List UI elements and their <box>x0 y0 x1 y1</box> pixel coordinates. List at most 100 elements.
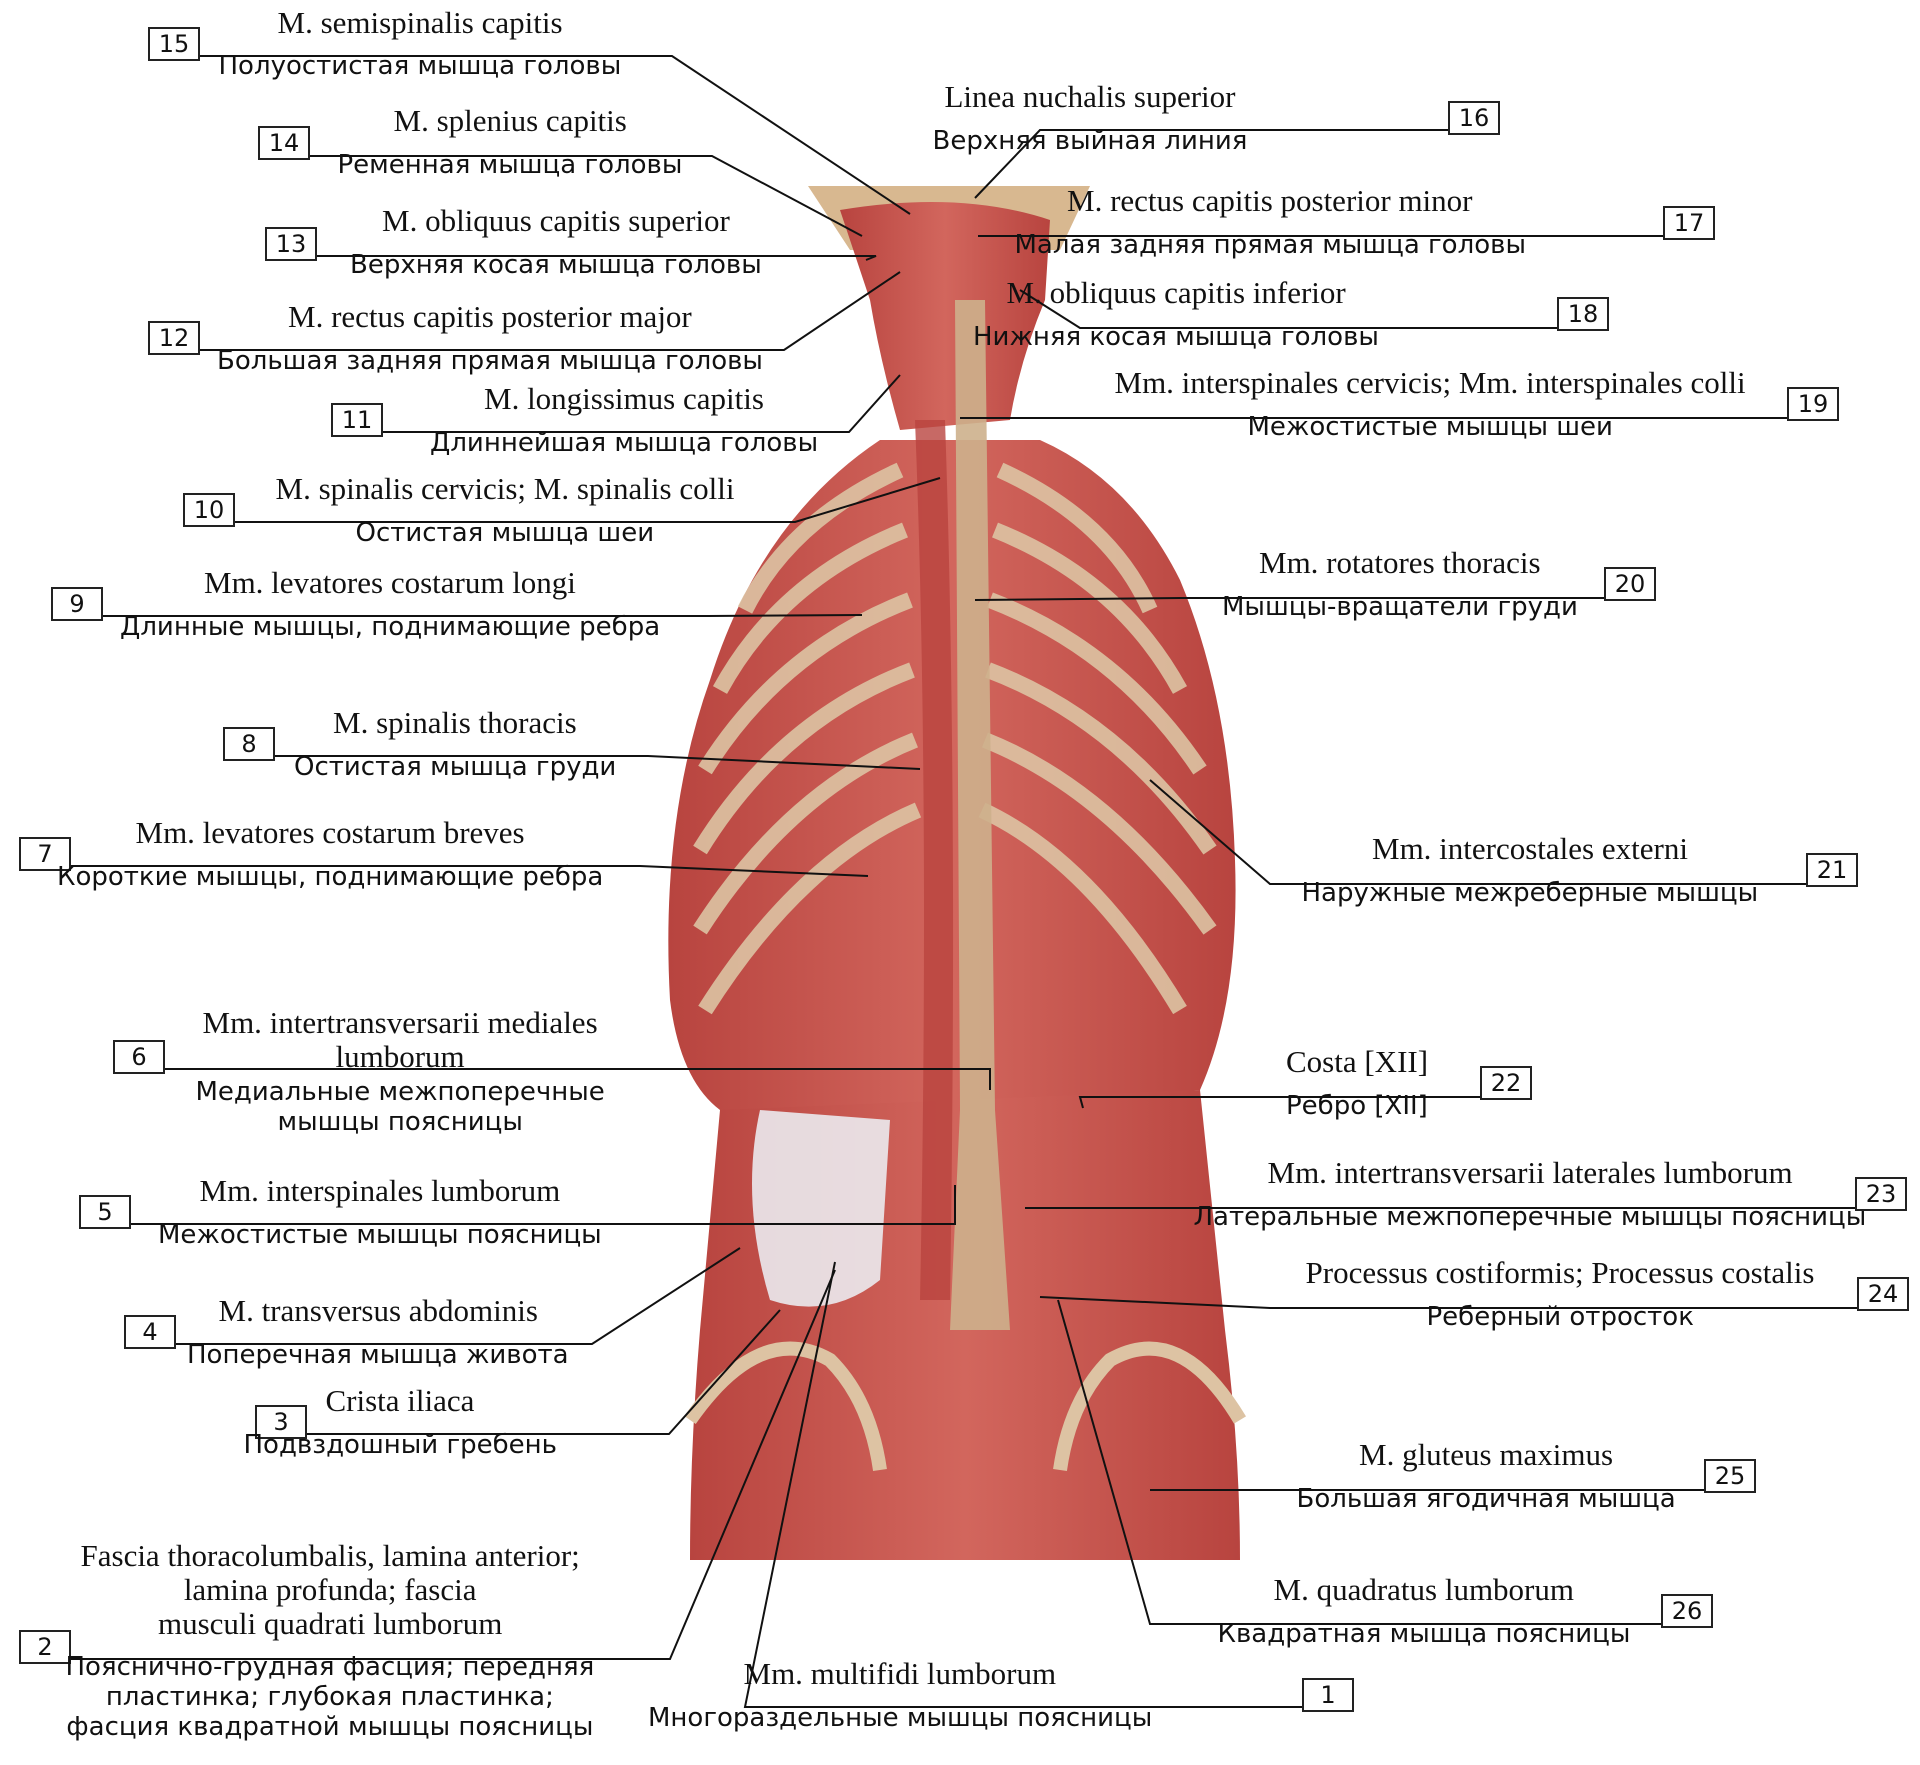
russian-term-24: Реберный отросток <box>1426 1302 1694 1332</box>
russian-term-19: Межостистые мышцы шеи <box>1247 412 1613 442</box>
leader-line-12 <box>198 271 901 351</box>
label-number-10: 10 <box>183 493 235 527</box>
russian-term-2: Пояснично-грудная фасция; передняя пласт… <box>65 1652 595 1742</box>
latin-term-3: Crista iliaca <box>325 1383 475 1418</box>
leader-line-21 <box>1149 779 1806 885</box>
leader-line-5 <box>129 1185 956 1225</box>
russian-term-22: Ребро [XII] <box>1286 1091 1428 1121</box>
label-number-5: 5 <box>79 1195 131 1229</box>
leader-line-6 <box>163 1068 991 1090</box>
latin-term-8: M. spinalis thoracis <box>333 705 577 740</box>
russian-term-8: Остистая мышца груди <box>294 752 617 782</box>
russian-term-7: Короткие мышцы, поднимающие ребра <box>57 862 604 892</box>
vertebral-column <box>950 300 1010 1330</box>
latin-term-16: Linea nuchalis superior <box>944 79 1236 114</box>
latin-term-24: Processus costiformis; Processus costali… <box>1305 1255 1815 1290</box>
leader-line-15 <box>198 55 911 215</box>
russian-term-12: Большая задняя прямая мышца головы <box>217 346 763 376</box>
label-number-15: 15 <box>148 27 200 61</box>
latin-term-26: M. quadratus lumborum <box>1273 1572 1575 1607</box>
latin-term-21: Mm. intercostales externi <box>1372 831 1688 866</box>
label-number-24: 24 <box>1857 1277 1909 1311</box>
label-number-18: 18 <box>1557 297 1609 331</box>
russian-term-14: Ременная мышца головы <box>337 150 683 180</box>
label-number-13: 13 <box>265 227 317 261</box>
latin-term-10: M. spinalis cervicis; M. spinalis colli <box>275 471 735 506</box>
label-number-25: 25 <box>1704 1459 1756 1493</box>
leader-line-1 <box>743 1261 1302 1708</box>
leader-line-2 <box>69 1269 836 1660</box>
russian-term-23: Латеральные межпоперечные мышцы поясницы <box>1193 1202 1867 1232</box>
leader-line-11 <box>381 374 901 433</box>
latin-term-18: M. obliquus capitis inferior <box>1006 275 1346 310</box>
leader-line-13 <box>315 255 877 261</box>
leader-line-8 <box>273 755 921 770</box>
latin-term-7: Mm. levatores costarum breves <box>135 815 525 850</box>
latin-term-22: Costa [XII] <box>1286 1044 1429 1079</box>
russian-term-13: Верхняя косая мышца головы <box>350 250 762 280</box>
russian-term-20: Мышцы-вращатели груди <box>1222 592 1578 622</box>
label-number-17: 17 <box>1663 206 1715 240</box>
russian-term-1: Многораздельные мышцы поясницы <box>648 1703 1153 1733</box>
latin-term-6: Mm. intertransversarii mediales lumborum <box>202 1005 598 1074</box>
latin-term-13: M. obliquus capitis superior <box>382 203 730 238</box>
russian-term-18: Нижняя косая мышца головы <box>973 322 1379 352</box>
ribs <box>693 462 1217 1015</box>
leader-line-24 <box>1039 1296 1857 1309</box>
label-number-16: 16 <box>1448 101 1500 135</box>
leader-line-7 <box>69 865 869 877</box>
spinalis-bundle <box>915 420 954 1300</box>
russian-term-9: Длинные мышцы, поднимающие ребра <box>120 612 661 642</box>
label-number-23: 23 <box>1855 1177 1907 1211</box>
label-number-26: 26 <box>1661 1594 1713 1628</box>
leader-line-26 <box>1057 1299 1661 1625</box>
leader-line-20 <box>974 597 1604 601</box>
russian-term-21: Наружные межреберные мышцы <box>1301 878 1759 908</box>
leader-line-14 <box>308 155 863 237</box>
russian-term-17: Малая задняя прямая мышца головы <box>1014 230 1526 260</box>
latin-term-4: M. transversus abdominis <box>218 1293 538 1328</box>
russian-term-16: Верхняя выйная линия <box>932 126 1248 156</box>
label-number-6: 6 <box>113 1040 165 1074</box>
leader-line-10 <box>233 477 941 523</box>
label-number-2: 2 <box>19 1630 71 1664</box>
russian-term-26: Квадратная мышца поясницы <box>1217 1619 1631 1649</box>
latin-term-14: M. splenius capitis <box>393 103 627 138</box>
russian-term-3: Подвздошный гребень <box>243 1430 557 1460</box>
label-number-12: 12 <box>148 321 200 355</box>
leader-line-3 <box>305 1309 781 1435</box>
label-number-1: 1 <box>1302 1678 1354 1712</box>
iliac-crest-right <box>1053 1341 1247 1471</box>
russian-term-25: Большая ягодичная мышца <box>1296 1484 1676 1514</box>
latin-term-25: M. gluteus maximus <box>1359 1437 1614 1472</box>
latin-term-15: M. semispinalis capitis <box>277 5 563 40</box>
russian-term-10: Остистая мышца шеи <box>355 518 655 548</box>
label-number-3: 3 <box>255 1405 307 1439</box>
russian-term-15: Полуостистая мышца головы <box>218 51 622 81</box>
label-number-7: 7 <box>19 837 71 871</box>
russian-term-11: Длиннейшая мышца головы <box>430 428 819 458</box>
latin-term-17: M. rectus capitis posterior minor <box>1067 183 1473 218</box>
iliac-crest-left <box>684 1341 887 1471</box>
label-number-8: 8 <box>223 727 275 761</box>
leader-line-9 <box>101 614 863 617</box>
label-number-22: 22 <box>1480 1066 1532 1100</box>
latin-term-9: Mm. levatores costarum longi <box>204 565 576 600</box>
label-number-20: 20 <box>1604 567 1656 601</box>
label-number-11: 11 <box>331 403 383 437</box>
latin-term-11: M. longissimus capitis <box>484 381 764 416</box>
leader-line-18 <box>1019 289 1557 329</box>
label-number-19: 19 <box>1787 387 1839 421</box>
latin-term-20: Mm. rotatores thoracis <box>1259 545 1541 580</box>
latin-term-5: Mm. interspinales lumborum <box>199 1173 561 1208</box>
label-number-9: 9 <box>51 587 103 621</box>
thoracolumbar-fascia <box>752 1110 890 1307</box>
latin-term-12: M. rectus capitis posterior major <box>288 299 692 334</box>
latin-term-19: Mm. interspinales cervicis; Mm. interspi… <box>1114 365 1746 400</box>
leader-line-16 <box>974 129 1448 199</box>
latin-term-2: Fascia thoracolumbalis, lamina anterior;… <box>80 1538 580 1641</box>
label-number-21: 21 <box>1806 853 1858 887</box>
